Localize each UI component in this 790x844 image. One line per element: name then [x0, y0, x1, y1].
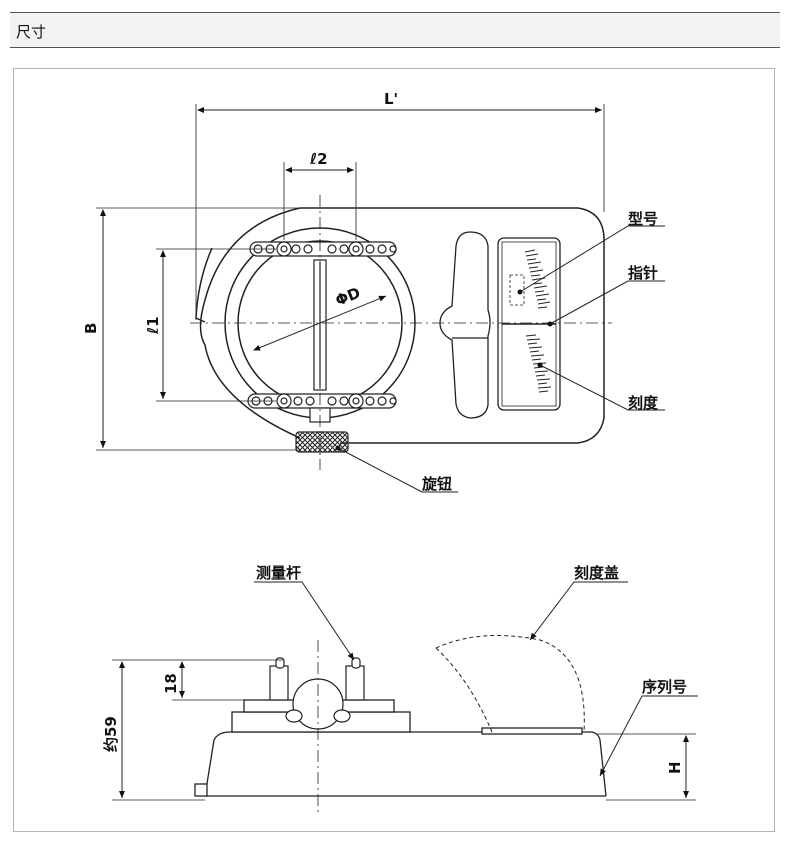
dimension-lines — [100, 107, 602, 448]
callout-knob: 旋钮 — [421, 475, 452, 493]
side-view-leaders — [254, 581, 698, 777]
side-rods — [269, 657, 365, 730]
side-extension-lines — [112, 659, 696, 801]
callout-pointer: 指针 — [628, 264, 658, 282]
side-dimension-lines — [119, 661, 689, 798]
dimension-label-diameter: ΦD — [333, 284, 363, 310]
section-title: 尺寸 — [16, 23, 47, 41]
extension-lines — [96, 104, 605, 451]
dimension-label-18: 18 — [162, 673, 180, 694]
gauge-handle — [439, 231, 491, 419]
dimension-label-l2: ℓ2 — [309, 150, 328, 168]
top-pin-bar — [249, 241, 397, 257]
callout-scale-cover: 刻度盖 — [574, 564, 619, 582]
dimension-label-l-prime: L' — [384, 90, 398, 108]
dimension-label-total-height: 约59 — [102, 716, 120, 752]
callout-model: 型号 — [628, 210, 658, 228]
dimension-label-l1: ℓ1 — [144, 316, 162, 335]
top-view-leaders — [335, 225, 665, 493]
dimension-label-b: B — [82, 323, 100, 334]
top-view: L' ℓ2 B ℓ1 ΦD 型号 指针 刻度 旋钮 — [82, 90, 665, 493]
callout-scale: 刻度 — [628, 394, 659, 412]
callout-serial: 序列号 — [642, 678, 687, 696]
side-view: 18 约59 H 测量杆 刻度盖 序列号 — [102, 564, 698, 815]
gauge-base — [194, 699, 607, 797]
scale-cover-outline — [435, 635, 585, 733]
knob — [295, 431, 349, 453]
dimension-label-h: H — [666, 761, 684, 774]
callout-rod: 测量杆 — [256, 564, 301, 582]
section-header: 尺寸 — [10, 12, 780, 48]
bottom-pin-bar — [247, 393, 397, 423]
